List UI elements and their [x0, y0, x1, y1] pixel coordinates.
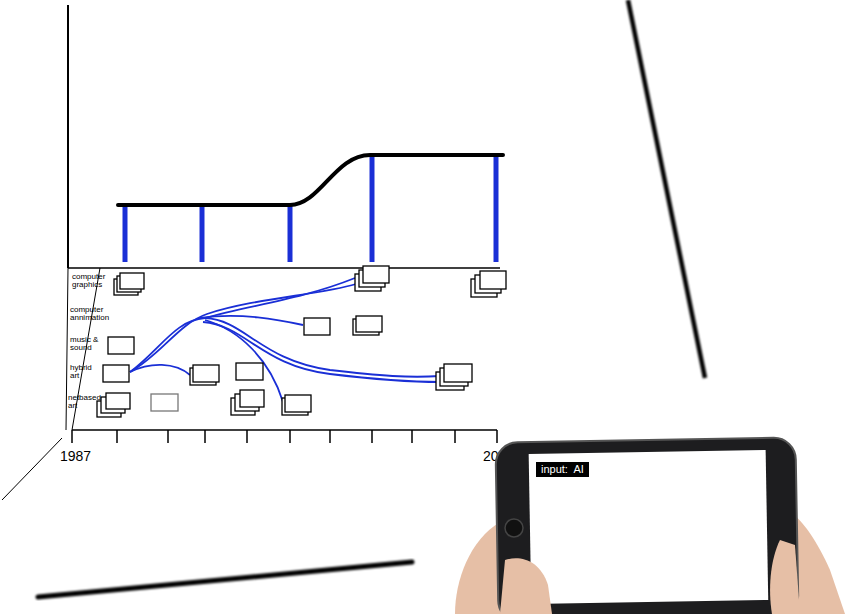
home-button — [505, 519, 523, 537]
right-thumb — [770, 540, 800, 614]
category-label: music & sound — [70, 336, 104, 353]
left-thumb — [500, 558, 552, 614]
category-label: netbased art — [68, 394, 98, 411]
work-boxes — [97, 266, 506, 417]
label-column-edge — [66, 268, 68, 430]
input-field: input: AI — [536, 462, 589, 477]
frame-line — [628, 0, 705, 378]
frame-line — [38, 562, 412, 597]
step-line — [118, 155, 503, 205]
phone-body — [495, 437, 798, 614]
category-label: computer annimation — [70, 306, 106, 323]
y-axis — [67, 5, 69, 268]
input-text: input: AI — [541, 463, 584, 476]
blue-bars — [125, 155, 496, 262]
floor-edge — [2, 438, 62, 500]
back-edge — [68, 267, 500, 269]
phone-screen — [529, 450, 769, 604]
blue-curves — [130, 278, 440, 402]
axis-ticks — [72, 430, 497, 443]
year-label: 1987 — [60, 449, 91, 464]
category-label: hybrid art — [70, 364, 98, 381]
time-axis — [72, 429, 497, 431]
category-label: computer graphics — [72, 273, 106, 290]
